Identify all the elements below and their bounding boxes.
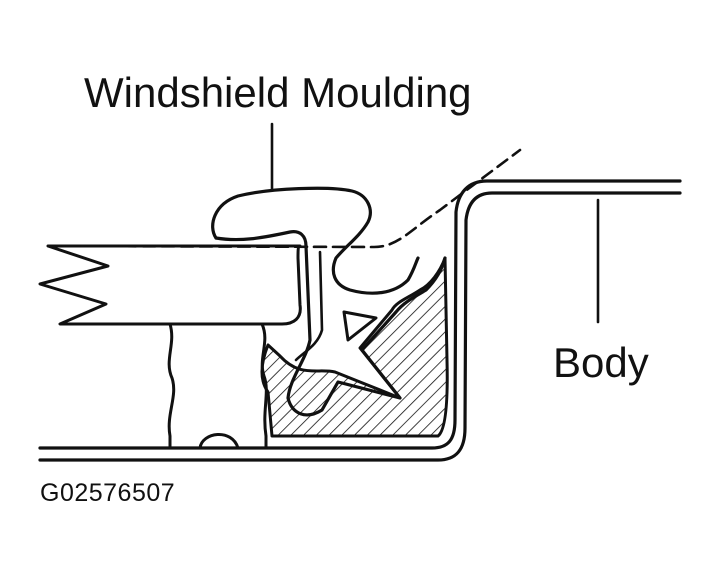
moulding-cavity bbox=[342, 310, 378, 342]
moulding-lip-underside bbox=[214, 230, 308, 248]
figure-id-label: G02576507 bbox=[40, 479, 176, 507]
retaining-clip-bump bbox=[198, 433, 240, 450]
dashed-reference-line bbox=[46, 148, 522, 249]
moulding-stem-inner bbox=[294, 250, 324, 362]
dam-spacer-left-edge bbox=[167, 322, 176, 450]
moulding-lip bbox=[211, 186, 420, 295]
windshield-glass bbox=[38, 244, 302, 326]
adhesive-hatched-area bbox=[260, 256, 449, 438]
body-label: Body bbox=[553, 339, 649, 386]
body-panel-inner-line bbox=[38, 191, 682, 462]
moulding-stem bbox=[286, 244, 447, 417]
windshield-moulding-label: Windshield Moulding bbox=[84, 69, 472, 116]
dam-spacer-right-edge bbox=[260, 322, 268, 450]
